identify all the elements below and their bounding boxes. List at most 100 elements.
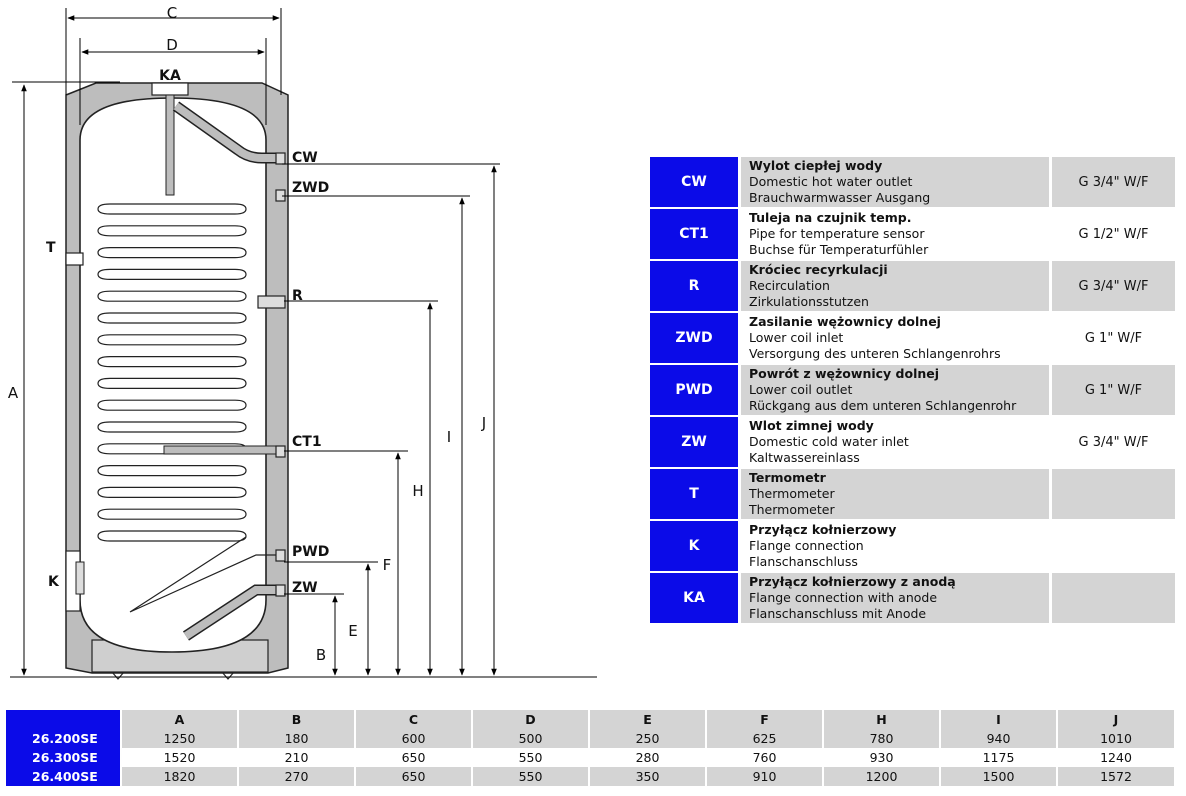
dim-value: 550 xyxy=(471,767,589,786)
connection-thread: G 1" W/F xyxy=(1050,312,1175,365)
connection-code: PWD xyxy=(650,364,741,417)
dim-value: 500 xyxy=(471,729,589,748)
coil-turn xyxy=(97,334,247,346)
connection-code: CW xyxy=(650,157,741,209)
anode-stub xyxy=(165,94,175,196)
description-de: Flanschanschluss xyxy=(749,554,858,569)
coil-turn xyxy=(97,486,247,498)
dim-value: 550 xyxy=(471,748,589,767)
description-en: Lower coil outlet xyxy=(749,382,853,397)
connection-thread xyxy=(1050,468,1175,521)
description-pl: Przyłącz kołnierzowy z anodą xyxy=(749,574,956,589)
dim-value: 1500 xyxy=(939,767,1057,786)
dim-header: C xyxy=(354,710,472,729)
description-pl: Powrót z wężownicy dolnej xyxy=(749,366,940,381)
dim-value: 1820 xyxy=(120,767,238,786)
description-en: Domestic cold water inlet xyxy=(749,434,909,449)
dim-value: 1200 xyxy=(822,767,940,786)
description-en: Flange connection with anode xyxy=(749,590,938,605)
dim-header: E xyxy=(588,710,706,729)
conn-label-zw: ZW xyxy=(292,580,318,596)
coil-turn xyxy=(97,530,247,542)
description-pl: Wlot zimnej wody xyxy=(749,418,874,433)
description-pl: Termometr xyxy=(749,470,826,485)
dim-label-i: I xyxy=(447,428,451,446)
coil-turn xyxy=(97,268,247,280)
sensor-sleeve-ct1 xyxy=(163,445,283,455)
connection-thread: G 1/2" W/F xyxy=(1050,208,1175,261)
dim-header: I xyxy=(939,710,1057,729)
dim-header: D xyxy=(471,710,589,729)
dim-label-a: A xyxy=(8,384,19,402)
dim-header: A xyxy=(120,710,238,729)
connection-thread: G 3/4" W/F xyxy=(1050,157,1175,209)
boiler-drawing: C D A B E F H I J KA CW ZWD R CT1 PWD ZW… xyxy=(8,4,597,680)
connection-code: ZW xyxy=(650,416,741,469)
connection-code: T xyxy=(650,468,741,521)
dim-value: 210 xyxy=(237,748,355,767)
dim-value: 1010 xyxy=(1056,729,1174,748)
connection-thread xyxy=(1050,520,1175,573)
conn-label-zwd: ZWD xyxy=(292,180,329,196)
dim-value: 1240 xyxy=(1056,748,1174,767)
description-pl: Tuleja na czujnik temp. xyxy=(749,210,912,225)
connection-description: Tuleja na czujnik temp.Pipe for temperat… xyxy=(739,208,1052,261)
dim-value: 180 xyxy=(237,729,355,748)
model-name: 26.400SE xyxy=(6,767,121,786)
connection-thread xyxy=(1050,572,1175,625)
model-name: 26.300SE xyxy=(6,748,121,767)
description-de: Buchse für Temperaturfühler xyxy=(749,242,929,257)
description-en: Recirculation xyxy=(749,278,830,293)
conn-label-r: R xyxy=(292,288,303,304)
conn-label-ka: KA xyxy=(159,68,181,84)
dim-label-e: E xyxy=(348,622,357,640)
coil-turn xyxy=(97,356,247,368)
coil-turn xyxy=(97,225,247,237)
dim-value: 930 xyxy=(822,748,940,767)
description-pl: Zasilanie wężownicy dolnej xyxy=(749,314,941,329)
dim-value: 1250 xyxy=(120,729,238,748)
description-pl: Przyłącz kołnierzowy xyxy=(749,522,897,537)
cold-water-pipe xyxy=(183,586,282,640)
dim-value: 600 xyxy=(354,729,472,748)
description-pl: Króciec recyrkulacji xyxy=(749,262,888,277)
dim-label-f: F xyxy=(383,556,392,574)
dim-value: 780 xyxy=(822,729,940,748)
dim-header: H xyxy=(822,710,940,729)
connection-code: K xyxy=(650,520,741,573)
description-pl: Wylot ciepłej wody xyxy=(749,158,883,173)
coil-turn xyxy=(97,312,247,324)
dim-header: B xyxy=(237,710,355,729)
coil-turn xyxy=(97,203,247,215)
anode-flange-ka xyxy=(151,82,189,96)
dim-value: 250 xyxy=(588,729,706,748)
coil-turn xyxy=(97,508,247,520)
description-en: Thermometer xyxy=(749,486,835,501)
conn-label-k: K xyxy=(48,574,60,590)
coil-turn xyxy=(97,465,247,477)
tank-feet xyxy=(111,671,235,680)
connection-code: CT1 xyxy=(650,208,741,261)
description-en: Flange connection xyxy=(749,538,864,553)
dim-label-j: J xyxy=(481,414,486,432)
description-en: Pipe for temperature sensor xyxy=(749,226,925,241)
dim-value: 280 xyxy=(588,748,706,767)
dim-value: 270 xyxy=(237,767,355,786)
description-de: Flanschanschluss mit Anode xyxy=(749,606,927,621)
dim-label-h: H xyxy=(412,482,423,500)
dim-label-b: B xyxy=(316,646,326,664)
dim-value: 910 xyxy=(705,767,823,786)
coil-turn xyxy=(97,247,247,259)
